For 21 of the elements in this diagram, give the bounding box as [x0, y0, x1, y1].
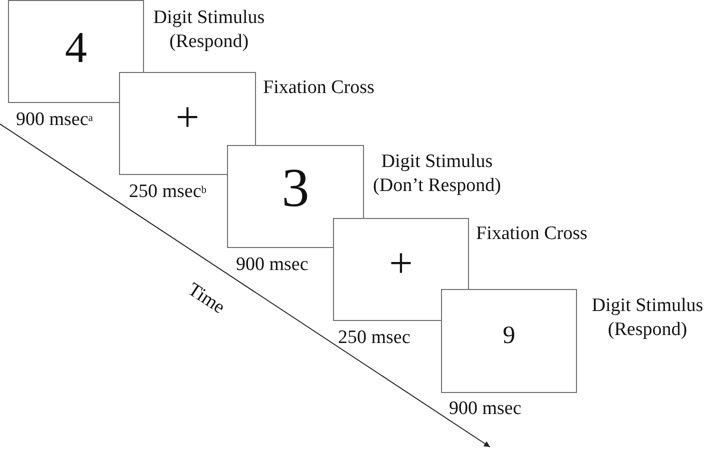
screen-frame: [8, 0, 144, 103]
screen-frame: [333, 218, 469, 321]
fixation-cross: +: [176, 97, 200, 139]
duration-label: 900 msec$^{a}$: [16, 108, 93, 132]
duration-label: 250 msec$^{b}$: [129, 180, 207, 204]
stimulus-caption: Fixation Cross: [476, 222, 588, 246]
stimulus-caption: Digit Stimulus (Respond): [591, 294, 704, 342]
stimulus-caption: Digit Stimulus (Respond): [152, 6, 266, 54]
duration-label: 900 msec: [236, 252, 308, 277]
stimulus-caption: Digit Stimulus (Don’t Respond): [372, 150, 502, 198]
stimulus-digit: 9: [502, 323, 516, 348]
stimulus-caption: Fixation Cross: [263, 76, 374, 100]
fixation-cross: +: [389, 243, 413, 285]
screen-frame: [441, 289, 577, 393]
duration-label: 250 msec: [338, 326, 410, 350]
stimulus-digit: 4: [65, 26, 87, 70]
screen-frame: [227, 145, 364, 248]
duration-label: 900 msec: [449, 396, 522, 421]
time-label: Time: [183, 278, 229, 320]
stimulus-digit: 3: [282, 160, 310, 215]
screen-frame: [119, 72, 256, 175]
